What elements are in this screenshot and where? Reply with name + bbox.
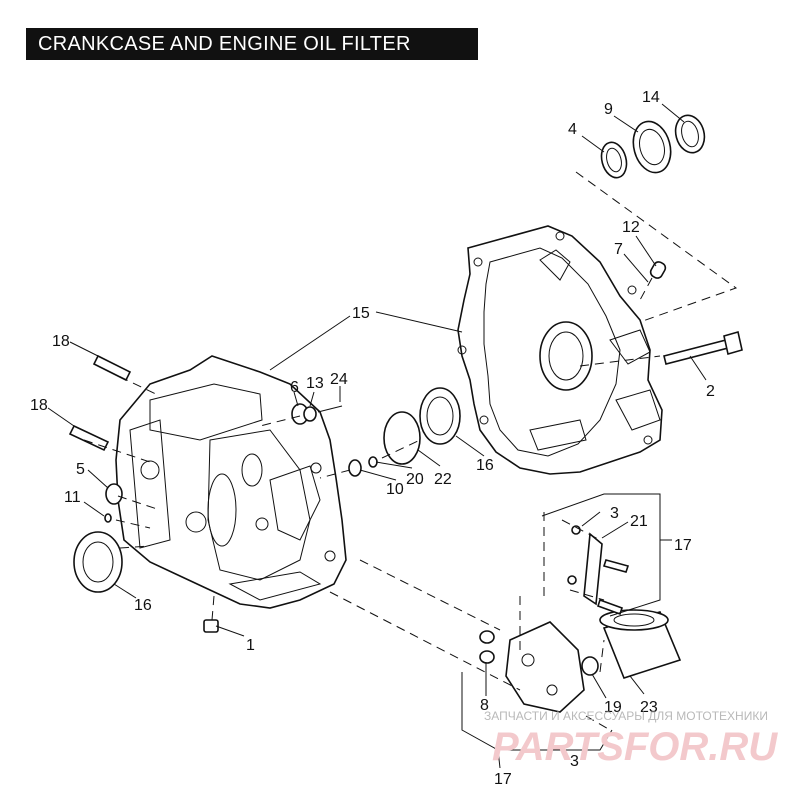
callout-7: 7 xyxy=(614,241,623,258)
bearing-5 xyxy=(105,483,123,505)
callout-20: 20 xyxy=(406,471,424,488)
callout-10: 10 xyxy=(386,481,404,498)
filter-mount-adapter xyxy=(505,621,585,713)
bolt-2 xyxy=(663,330,743,365)
callout-21: 21 xyxy=(630,513,648,530)
bearing-9 xyxy=(632,120,672,174)
callout-11: 11 xyxy=(64,489,81,506)
retaining-ring-20 xyxy=(383,411,421,465)
watermark-brand: PARTSFOR.RU xyxy=(492,725,778,769)
callout-17-lower: 17 xyxy=(494,771,512,788)
callout-23: 23 xyxy=(640,699,658,716)
bearing-16-right xyxy=(419,387,461,445)
callout-1: 1 xyxy=(246,637,255,654)
callout-17-upper: 17 xyxy=(674,537,692,554)
callout-9: 9 xyxy=(604,101,613,118)
callout-8: 8 xyxy=(480,697,489,714)
group-brackets xyxy=(461,493,672,769)
callout-14: 14 xyxy=(642,89,660,106)
bearing-16-left xyxy=(73,531,123,593)
o-rings-8 xyxy=(479,630,495,664)
callout-16-right: 16 xyxy=(476,457,494,474)
callout-4: 4 xyxy=(568,121,577,138)
plug-1 xyxy=(203,619,219,633)
bushing-14 xyxy=(674,114,706,154)
watermark: ЗАПЧАСТИ И АКСЕССУАРЫ ДЛЯ МОТОТЕХНИКИ PA… xyxy=(484,709,778,769)
callout-18-lower: 18 xyxy=(30,397,48,414)
callout-3-upper: 3 xyxy=(610,505,619,522)
dowel-pin-12 xyxy=(649,261,667,279)
diagram-title: CRANKCASE AND ENGINE OIL FILTER xyxy=(26,28,478,60)
fitting-6-13-24 xyxy=(291,403,343,425)
callout-13: 13 xyxy=(306,375,324,392)
bracket-21 xyxy=(567,525,630,616)
callout-6: 6 xyxy=(290,379,299,396)
pin-11 xyxy=(104,513,112,523)
callout-labels: 1 2 3 3 4 5 6 7 8 9 10 11 12 13 14 15 16… xyxy=(30,89,715,788)
stud-18-lower xyxy=(68,424,110,452)
callout-5: 5 xyxy=(76,461,85,478)
assembly-lines xyxy=(83,171,738,731)
callout-2: 2 xyxy=(706,383,715,400)
oil-filter-23 xyxy=(599,609,682,679)
fitting-19 xyxy=(581,656,599,676)
seal-ring-4 xyxy=(600,141,628,179)
stud-18-upper xyxy=(92,354,132,382)
callout-3-lower: 3 xyxy=(570,753,579,770)
callout-19: 19 xyxy=(604,699,622,716)
callout-12: 12 xyxy=(622,219,640,236)
left-crankcase-half xyxy=(115,355,347,609)
right-crankcase-half xyxy=(457,225,663,475)
callout-24: 24 xyxy=(330,371,348,388)
callout-15: 15 xyxy=(352,305,370,322)
watermark-caption: ЗАПЧАСТИ И АКСЕССУАРЫ ДЛЯ МОТОТЕХНИКИ xyxy=(484,709,768,723)
callout-18-upper: 18 xyxy=(52,333,70,350)
leader-lines xyxy=(47,103,707,699)
callout-16-left: 16 xyxy=(134,597,152,614)
callout-22: 22 xyxy=(434,471,452,488)
